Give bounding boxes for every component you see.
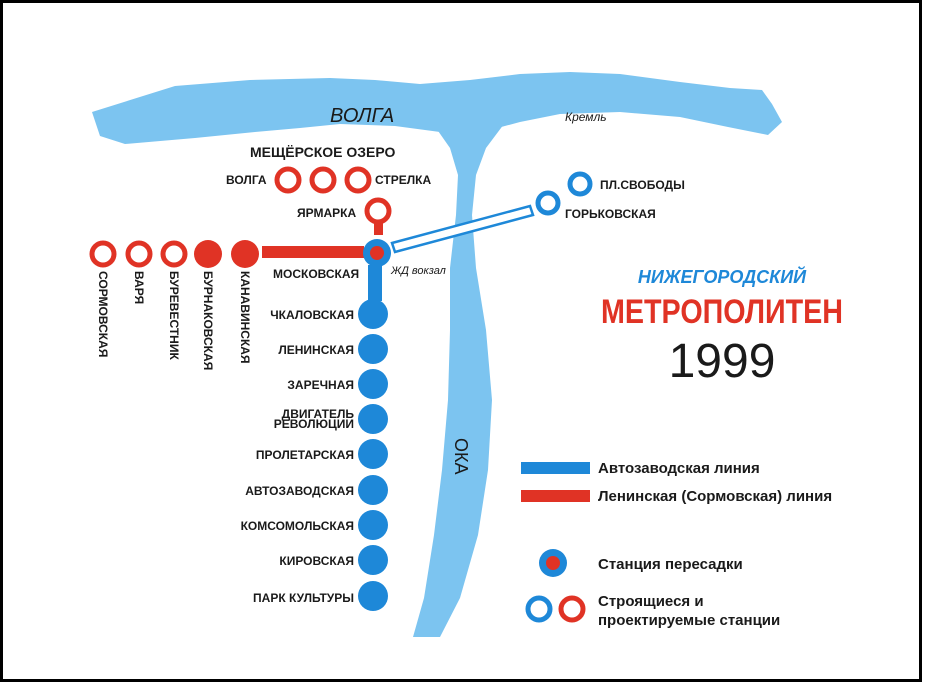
station-volga[interactable] xyxy=(274,166,302,194)
station-lake-middle[interactable] xyxy=(309,166,337,194)
legend-transfer-dot xyxy=(546,556,560,570)
label-avtozavodskaya: АВТОЗАВОДСКАЯ xyxy=(245,484,354,498)
label-zarechnaya: ЗАРЕЧНАЯ xyxy=(287,378,354,392)
label-volga: ВОЛГА xyxy=(226,173,267,187)
legend-planned-line1: Строящиеся и xyxy=(598,593,704,610)
label-park-kultury: ПАРК КУЛЬТУРЫ xyxy=(253,591,354,605)
volga-river xyxy=(92,72,782,144)
label-chkalovskaya: ЧКАЛОВСКАЯ xyxy=(270,308,354,322)
station-yarmarka[interactable] xyxy=(364,197,392,225)
station-burevestnik[interactable] xyxy=(160,240,188,268)
label-kirovskaya: КИРОВСКАЯ xyxy=(279,554,354,568)
red-planned-stations xyxy=(89,166,392,268)
label-moskovskaya: МОСКОВСКАЯ xyxy=(273,267,359,281)
label-yarmarka: ЯРМАРКА xyxy=(297,206,356,220)
lake-label: МЕЩЁРСКОЕ ОЗЕРО xyxy=(250,144,396,160)
station-burnakovskaya[interactable] xyxy=(194,240,222,268)
station-leninskaya[interactable] xyxy=(358,334,388,364)
title-main: МЕТРОПОЛИТЕН xyxy=(601,293,843,331)
station-pl-svobody[interactable] xyxy=(567,171,593,197)
legend-red-swatch xyxy=(521,490,590,502)
label-kanavinskaya: КАНАВИНСКАЯ xyxy=(238,271,252,364)
label-sormovskaya: СОРМОВСКАЯ xyxy=(96,271,110,357)
label-dvigatel-line2: РЕВОЛЮЦИИ xyxy=(274,417,354,431)
legend-blue-swatch xyxy=(521,462,590,474)
label-varya: ВАРЯ xyxy=(132,271,146,304)
blue-line-trunk xyxy=(368,265,382,301)
title-year: 1999 xyxy=(669,335,776,388)
label-strelka: СТРЕЛКА xyxy=(375,173,431,187)
label-burevestnik: БУРЕВЕСТНИК xyxy=(167,271,181,360)
label-burnakovskaya: БУРНАКОВСКАЯ xyxy=(201,271,215,370)
station-chkalovskaya[interactable] xyxy=(358,299,388,329)
station-avtozavodskaya[interactable] xyxy=(358,475,388,505)
label-gorkovskaya: ГОРЬКОВСКАЯ xyxy=(565,207,656,221)
station-komsomolskaya[interactable] xyxy=(358,510,388,540)
station-varya[interactable] xyxy=(125,240,153,268)
label-pl-svobody: ПЛ.СВОБОДЫ xyxy=(600,178,685,192)
label-proletarskaya: ПРОЛЕТАРСКАЯ xyxy=(256,448,354,462)
legend-blue-text: Автозаводская линия xyxy=(598,460,760,477)
label-dvigatel-line1: ДВИГАТЕЛЬ xyxy=(282,407,355,421)
oka-river xyxy=(413,124,504,637)
label-rail-station: ЖД вокзал xyxy=(390,265,446,277)
station-zarechnaya[interactable] xyxy=(358,369,388,399)
title-top: НИЖЕГОРОДСКИЙ xyxy=(638,266,807,287)
station-kirovskaya[interactable] xyxy=(358,545,388,575)
legend-planned-blue-icon xyxy=(525,595,553,623)
label-leninskaya: ЛЕНИНСКАЯ xyxy=(278,343,354,357)
label-komsomolskaya: КОМСОМОЛЬСКАЯ xyxy=(241,519,354,533)
transfer-center-dot xyxy=(370,246,384,260)
legend-planned-line2: проектируемые станции xyxy=(598,612,780,629)
legend-transfer-text: Станция пересадки xyxy=(598,556,743,573)
station-kanavinskaya[interactable] xyxy=(231,240,259,268)
red-line-segment xyxy=(262,246,364,258)
oka-label: ОКА xyxy=(451,438,471,475)
station-gorkovskaya[interactable] xyxy=(535,190,561,216)
red-line-stub xyxy=(374,221,383,235)
volga-label: ВОЛГА xyxy=(330,105,394,127)
blue-line-planned xyxy=(390,204,535,254)
kremlin-label: Кремль xyxy=(565,110,607,124)
legend-planned-red-icon xyxy=(558,595,586,623)
station-dvigatel-revolyutsii[interactable] xyxy=(358,404,388,434)
station-park-kultury[interactable] xyxy=(358,581,388,611)
station-strelka[interactable] xyxy=(344,166,372,194)
station-sormovskaya[interactable] xyxy=(89,240,117,268)
legend-red-text: Ленинская (Сормовская) линия xyxy=(598,488,832,505)
station-proletarskaya[interactable] xyxy=(358,439,388,469)
